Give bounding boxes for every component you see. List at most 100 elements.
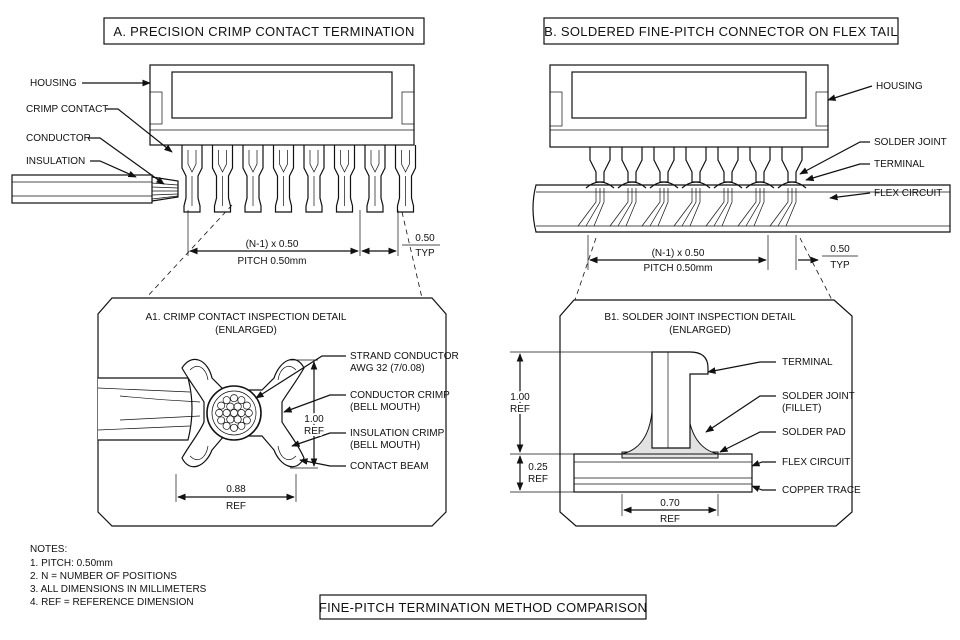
strand	[242, 416, 251, 425]
dim-pitch-bottom-b: PITCH 0.50mm	[644, 263, 713, 274]
panel-b-dimensions: (N-1) x 0.50 PITCH 0.50mm 0.50 TYP	[587, 235, 858, 274]
note-1: 1. PITCH: 0.50mm	[30, 558, 113, 569]
detail-a1-callouts: STRAND CONDUCTOR AWG 32 (7/0.08) CONDUCT…	[255, 351, 459, 472]
strand	[230, 423, 238, 432]
detail-b1-subtitle: (ENLARGED)	[669, 325, 731, 336]
cable	[11, 174, 179, 204]
solder-terminal	[737, 147, 775, 227]
detail-b1-leaders	[574, 237, 833, 301]
panel-a-title: A. PRECISION CRIMP CONTACT TERMINATION	[113, 24, 414, 39]
panel-a-callouts: HOUSING CRIMP CONTACT CONDUCTOR INSULATI…	[26, 78, 173, 185]
callout-copper-trace: COPPER TRACE	[782, 485, 861, 496]
crimp-contact	[394, 145, 417, 213]
dim-height-b1: 1.00	[510, 392, 530, 403]
solder-terminal	[577, 147, 615, 227]
panel-b-callouts: HOUSING SOLDER JOINT TERMINAL FLEX CIRCU…	[799, 81, 947, 201]
dim-height-b1-ref: REF	[510, 404, 530, 415]
dim-pitch-bottom-a: PITCH 0.50mm	[238, 256, 307, 267]
dim-thick-b1-ref: REF	[528, 474, 548, 485]
note-4: 4. REF = REFERENCE DIMENSION	[30, 597, 194, 608]
enlarged-cable	[97, 377, 201, 441]
callout-terminal-b1: TERMINAL	[782, 357, 833, 368]
notes-heading: NOTES:	[30, 544, 67, 555]
strand	[226, 415, 235, 424]
dim-typ-value-a: 0.50	[415, 233, 435, 244]
callout-solder-joint-b1: SOLDER JOINT	[782, 391, 855, 402]
strand	[230, 394, 238, 403]
dim-width-a1-ref: REF	[226, 501, 246, 512]
solder-terminal	[641, 147, 679, 227]
callout-strand-conductor-spec: AWG 32 (7/0.08)	[350, 363, 425, 374]
dim-width-b1: 0.70	[660, 498, 680, 509]
dim-width-a1: 0.88	[226, 484, 246, 495]
strand	[237, 396, 246, 405]
dim-typ-value-b: 0.50	[830, 244, 850, 255]
dim-height-a1-ref: REF	[304, 426, 324, 437]
strand	[233, 402, 242, 411]
solder-terminal	[769, 147, 807, 227]
callout-terminal-b: TERMINAL	[874, 159, 925, 170]
dim-height-a1: 1.00	[304, 414, 324, 425]
callout-strand-conductor: STRAND CONDUCTOR	[350, 351, 459, 362]
crimp-contact	[333, 145, 356, 213]
solder-terminal-row	[577, 147, 807, 227]
strand	[237, 421, 246, 430]
callout-insulation-crimp-note: (BELL MOUTH)	[350, 440, 420, 451]
dim-thick-b1: 0.25	[528, 462, 548, 473]
panel-a-dimensions: (N-1) x 0.50 PITCH 0.50mm 0.50 TYP	[187, 210, 440, 267]
callout-solder-joint: SOLDER JOINT	[874, 137, 947, 148]
detail-a1-subtitle: (ENLARGED)	[215, 325, 277, 336]
panel-b-title: B. SOLDERED FINE-PITCH CONNECTOR ON FLEX…	[544, 24, 898, 39]
panel-a-title-box: A. PRECISION CRIMP CONTACT TERMINATION	[103, 17, 425, 45]
callout-flex-circuit: FLEX CIRCUIT	[874, 188, 942, 199]
crimp-connector-housing	[149, 64, 415, 146]
solder-terminal	[673, 147, 711, 227]
notes-block: NOTES: 1. PITCH: 0.50mm 2. N = NUMBER OF…	[30, 544, 207, 608]
crimp-contact	[242, 145, 264, 213]
footer-title-box: FINE-PITCH TERMINATION METHOD COMPARISON	[319, 594, 647, 620]
detail-b1-title: B1. SOLDER JOINT INSPECTION DETAIL	[604, 312, 796, 323]
callout-housing-b: HOUSING	[876, 81, 923, 92]
strand	[242, 401, 251, 410]
callout-solder-joint-b1-note: (FILLET)	[782, 403, 821, 414]
callout-solder-pad: SOLDER PAD	[782, 427, 846, 438]
strand	[222, 421, 231, 430]
dim-typ-label-b: TYP	[830, 260, 850, 271]
detail-b1-callouts: TERMINAL SOLDER JOINT (FILLET) SOLDER PA…	[705, 357, 861, 496]
detail-b1: B1. SOLDER JOINT INSPECTION DETAIL (ENLA…	[508, 299, 861, 527]
callout-contact-beam: CONTACT BEAM	[350, 461, 429, 472]
crimp-contact	[272, 145, 295, 213]
detail-a1-dimensions: 1.00 REF 0.88 REF	[175, 359, 326, 512]
crimp-barrel	[181, 358, 305, 468]
crimp-contact-row	[181, 145, 417, 213]
callout-insulation-crimp: INSULATION CRIMP	[350, 428, 445, 439]
callout-crimp-contact: CRIMP CONTACT	[26, 104, 108, 115]
callout-conductor: CONDUCTOR	[26, 133, 91, 144]
crimp-contact	[364, 145, 386, 213]
callout-conductor-crimp: CONDUCTOR CRIMP	[350, 390, 450, 401]
strand	[217, 401, 226, 410]
detail-b1-dimensions: 1.00 REF 0.25 REF 0.70 REF	[508, 351, 719, 525]
footer-title: FINE-PITCH TERMINATION METHOD COMPARISON	[319, 600, 647, 615]
dim-typ-label-a: TYP	[415, 248, 435, 259]
solder-terminal	[609, 147, 647, 227]
callout-conductor-crimp-note: (BELL MOUTH)	[350, 402, 420, 413]
panel-a: A. PRECISION CRIMP CONTACT TERMINATION	[11, 17, 440, 299]
note-3: 3. ALL DIMENSIONS IN MILLIMETERS	[30, 584, 207, 595]
dim-pitch-top-a: (N-1) x 0.50	[246, 239, 299, 250]
dim-width-b1-ref: REF	[660, 514, 680, 525]
strand	[217, 416, 226, 425]
flex-circuit	[532, 184, 951, 233]
panel-b-title-box: B. SOLDERED FINE-PITCH CONNECTOR ON FLEX…	[543, 17, 899, 45]
detail-a1-leaders	[145, 204, 423, 299]
flex-circuit-section	[573, 453, 753, 493]
crimp-contact	[211, 145, 234, 213]
panel-b: B. SOLDERED FINE-PITCH CONNECTOR ON FLEX…	[532, 17, 951, 301]
dim-pitch-top-b: (N-1) x 0.50	[652, 248, 705, 259]
detail-a1-title: A1. CRIMP CONTACT INSPECTION DETAIL	[146, 312, 347, 323]
terminal-pin	[651, 351, 709, 449]
soldered-connector-housing	[549, 64, 829, 148]
strand	[215, 409, 224, 417]
callout-housing-a: HOUSING	[30, 78, 77, 89]
